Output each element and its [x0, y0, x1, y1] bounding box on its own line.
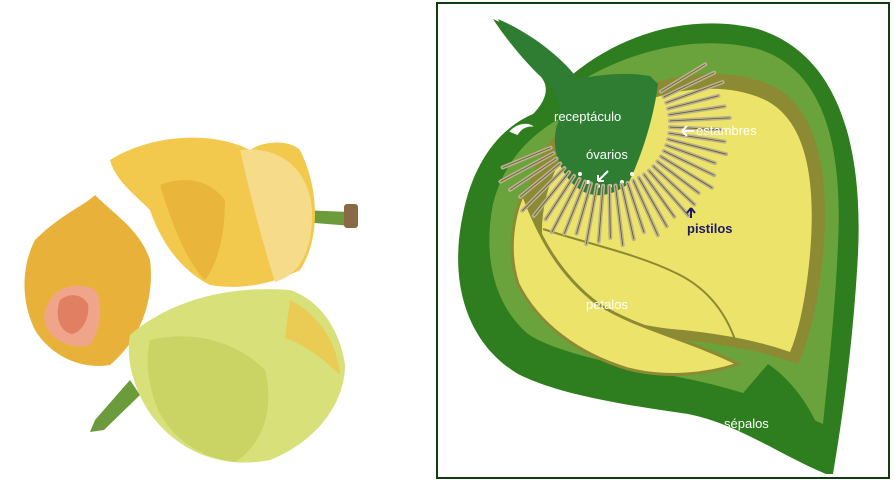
label-petalos: petalos — [586, 297, 628, 312]
stem-tip — [344, 204, 358, 228]
label-pistilos: pistilos — [687, 221, 733, 236]
label-estambres: estambres — [696, 123, 757, 138]
flower-photo-illustration — [0, 0, 430, 483]
stem-bottom — [90, 380, 140, 432]
diagram-canvas: receptáculo óvarios estambres pistilos p… — [438, 4, 888, 477]
flower-cross-section-diagram: receptáculo óvarios estambres pistilos p… — [436, 2, 890, 479]
label-ovarios: óvarios — [586, 147, 628, 162]
label-receptaculo: receptáculo — [554, 109, 621, 124]
flower-photo — [0, 0, 430, 483]
label-sepalos: sépalos — [724, 416, 769, 431]
ovary-dot — [630, 172, 634, 176]
ovary-dot — [578, 172, 582, 176]
